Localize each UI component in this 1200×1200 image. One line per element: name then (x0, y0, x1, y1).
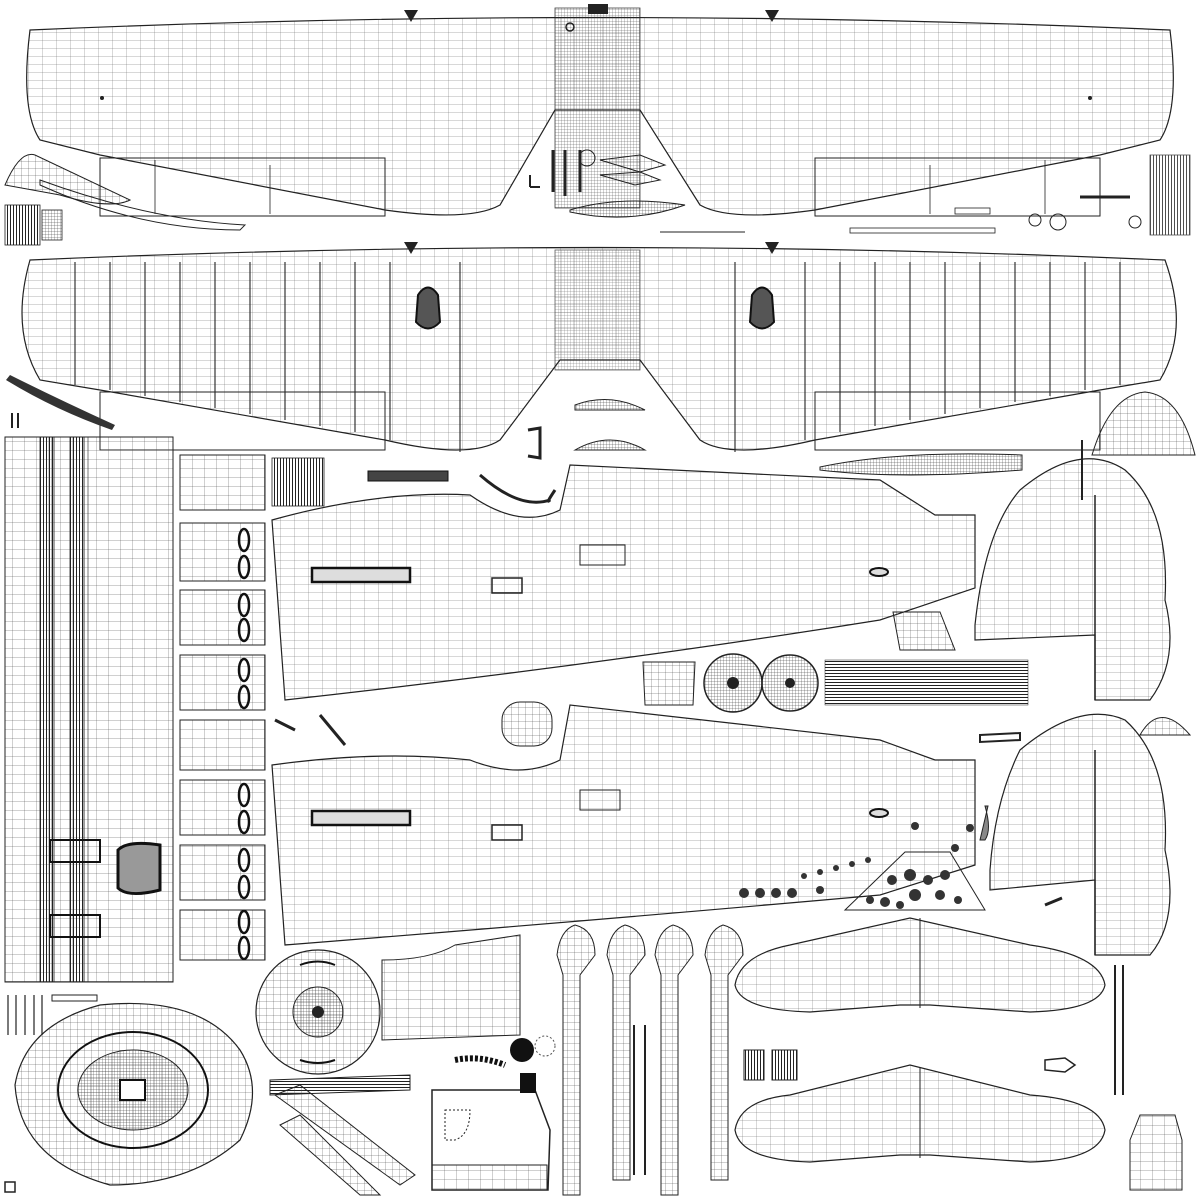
landing-gear-legs (556, 924, 744, 1196)
upper-wing-top (26, 4, 1174, 217)
cockpit-panel (381, 934, 521, 1041)
upper-wing-bottom (21, 242, 1177, 452)
fuselage-strip (4, 436, 174, 983)
instrument-panel (739, 805, 1063, 911)
spinner-disk (255, 949, 381, 1075)
left-small-parts (4, 153, 247, 430)
exhaust-panels (179, 454, 325, 961)
misc-parts-middle (274, 391, 1196, 746)
horizontal-stabilizer-lower (734, 1057, 1106, 1163)
logo-icon (4, 1181, 16, 1193)
tail-fin-lower (989, 713, 1171, 956)
fuselage-side-left (271, 464, 976, 701)
engine-cowl (7, 994, 254, 1186)
center-small-parts (529, 149, 1191, 236)
horizontal-stabilizer-upper (734, 917, 1106, 1081)
tail-fin-upper (974, 440, 1171, 701)
right-bottom-parts (1114, 965, 1183, 1191)
fuselage-side-right (271, 701, 976, 946)
bottom-struts (269, 1074, 551, 1196)
misc-bottom-center (454, 1035, 556, 1093)
